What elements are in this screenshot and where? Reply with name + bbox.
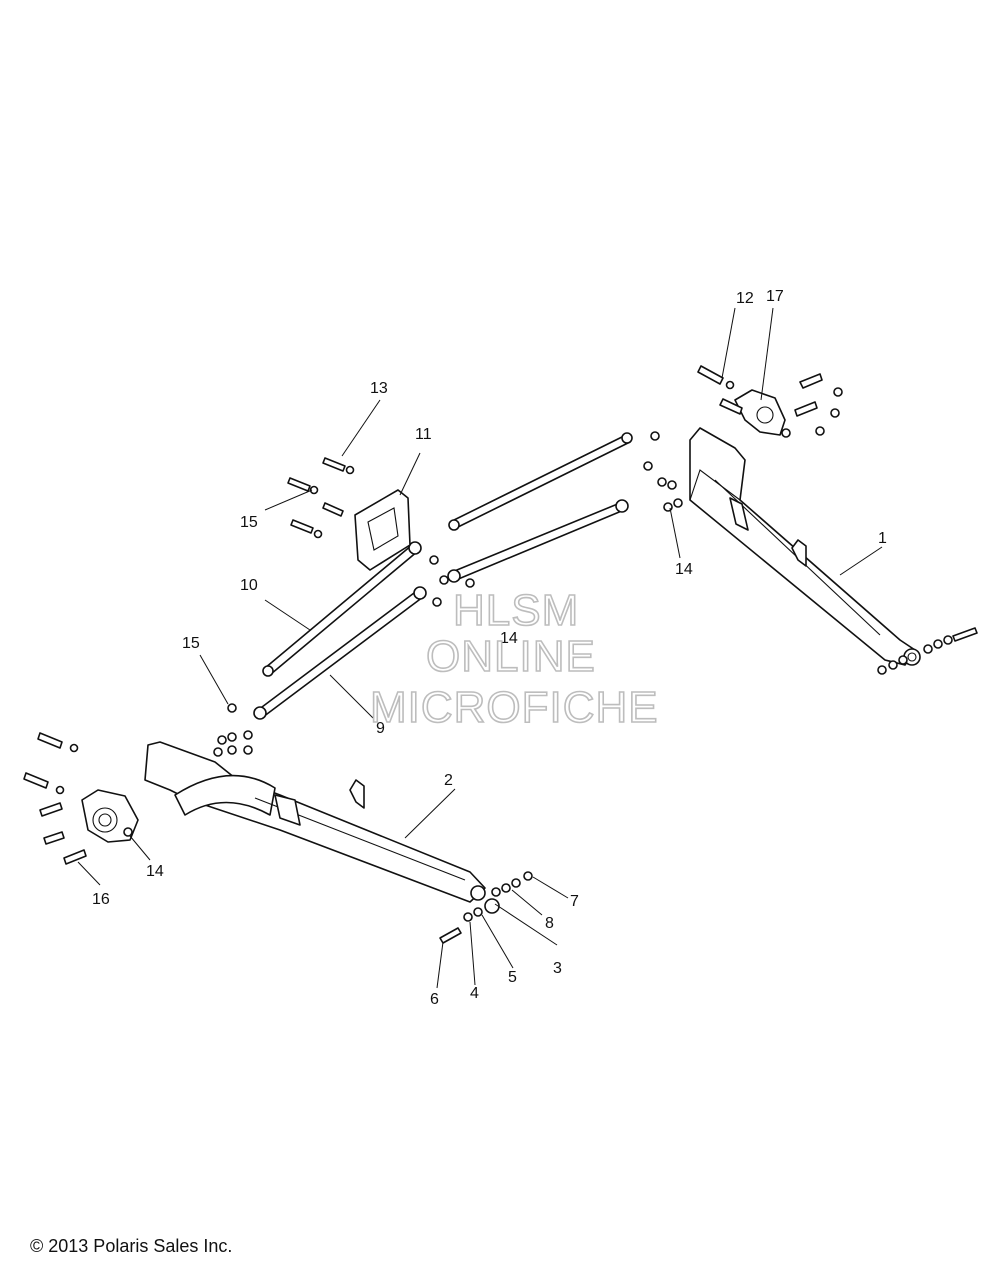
watermark-line-3: MICROFICHE (370, 683, 659, 732)
center-nuts (429, 555, 475, 607)
callout-12: 12 (736, 290, 754, 307)
link-upper-left (262, 541, 422, 677)
callout-14-left: 14 (146, 863, 164, 880)
callout-5: 5 (508, 969, 517, 986)
right-arm-hardware (877, 627, 978, 675)
callout-17: 17 (766, 288, 784, 305)
callout-8: 8 (545, 915, 554, 932)
bearing-carrier-left (23, 732, 139, 865)
callout-13: 13 (370, 380, 388, 397)
left-arm-hardware (439, 871, 533, 944)
callout-16: 16 (92, 891, 110, 908)
watermark-line-1: HLSM (453, 586, 579, 635)
trailing-arm-left (144, 741, 486, 903)
callout-15-lower: 15 (182, 635, 200, 652)
callout-14-center: 14 (500, 630, 518, 647)
callout-14-right: 14 (675, 561, 693, 578)
callout-6: 6 (430, 991, 439, 1008)
watermark-line-2: ONLINE (426, 632, 596, 681)
callout-10: 10 (240, 577, 258, 594)
leader-lines (77, 307, 883, 989)
link-upper-right (448, 432, 633, 531)
mount-bracket (354, 489, 411, 571)
left-link-nuts (213, 703, 253, 757)
callout-9: 9 (376, 720, 385, 737)
callout-4: 4 (470, 985, 479, 1002)
trailing-arm-right (689, 427, 921, 666)
callout-1: 1 (878, 530, 887, 547)
link-lower-left (253, 586, 427, 720)
callout-11: 11 (415, 426, 432, 443)
link-lower-right (447, 499, 629, 583)
callout-2: 2 (444, 772, 453, 789)
watermark: HLSM ONLINE MICROFICHE (369, 585, 659, 733)
bracket-bolts (287, 457, 355, 539)
callout-7: 7 (570, 893, 579, 910)
bearing-carrier-right (697, 365, 843, 438)
callout-labels: 1 2 3 4 5 6 7 8 9 10 11 12 13 14 14 14 1… (92, 288, 887, 1008)
copyright-notice: © 2013 Polaris Sales Inc. (30, 1236, 233, 1256)
callout-3: 3 (553, 960, 562, 977)
right-link-nuts (643, 431, 683, 512)
callout-15-upper: 15 (240, 514, 258, 531)
